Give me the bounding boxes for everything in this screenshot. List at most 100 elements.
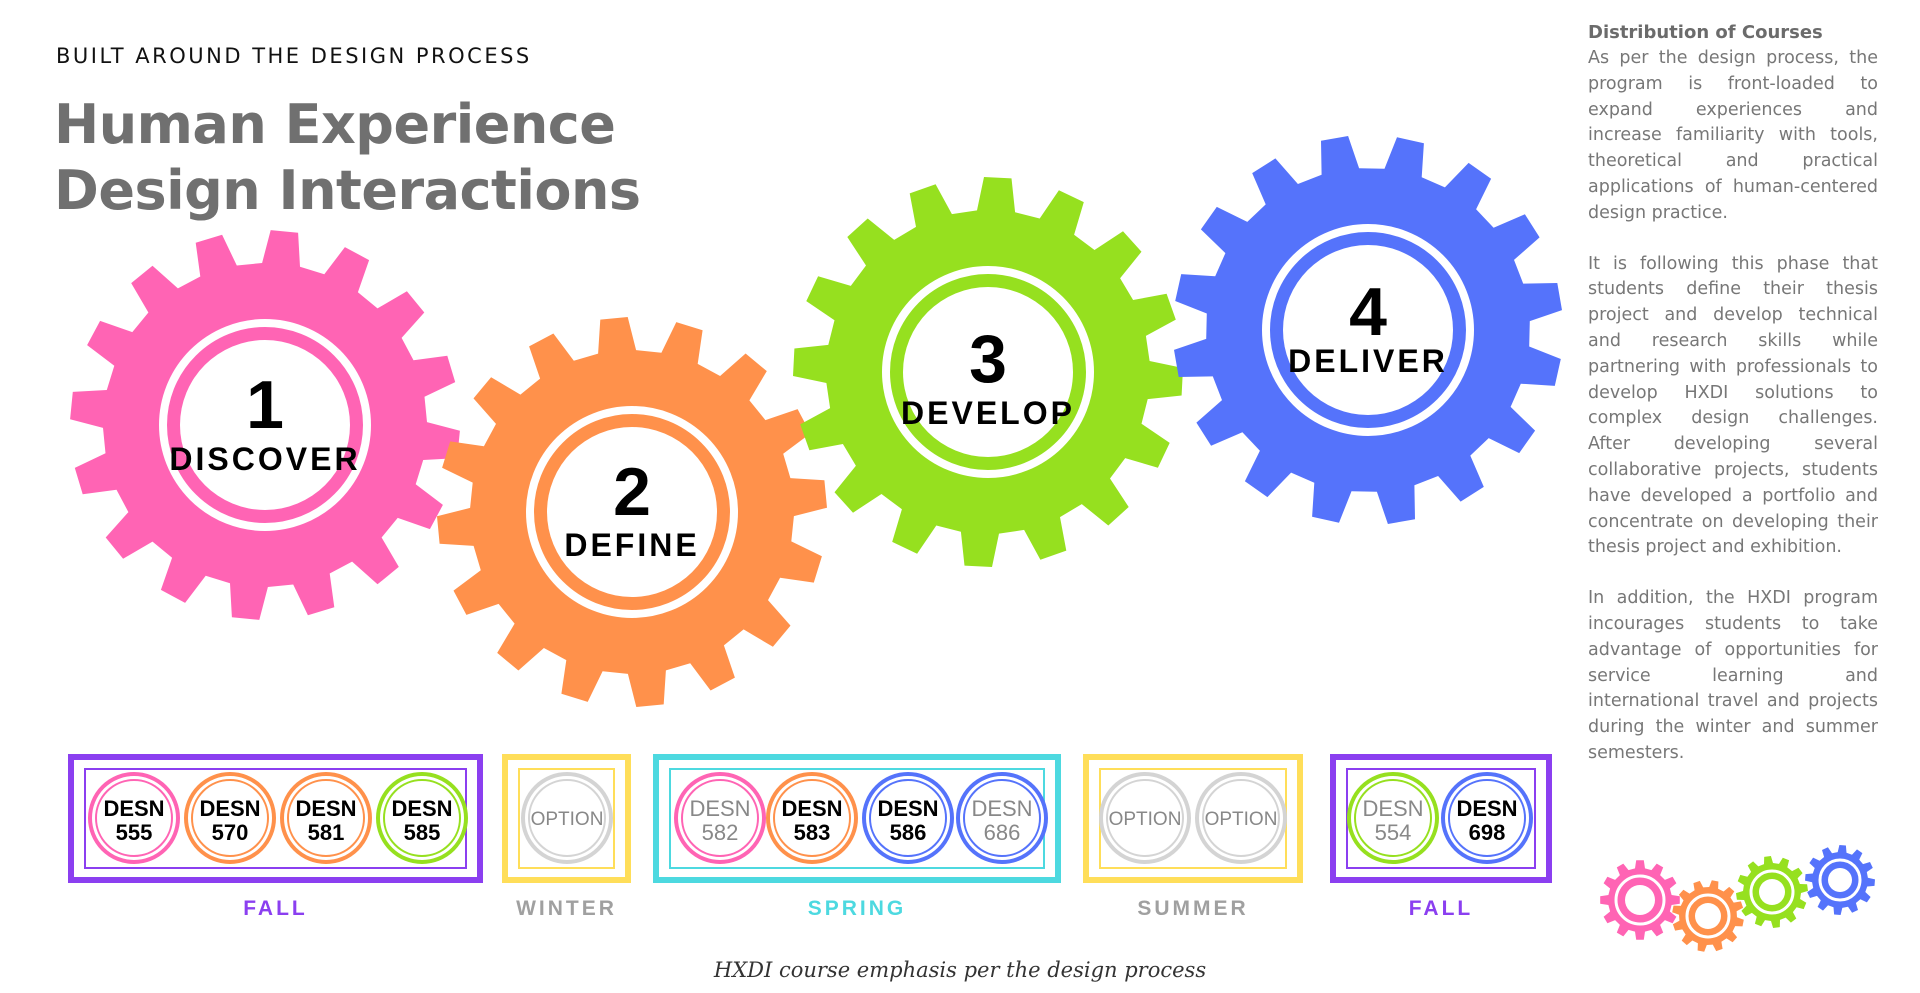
course-number: 586 [890, 820, 927, 845]
semester-box-outer [653, 754, 1061, 883]
sidebar-paragraph-1: As per the design process, the program i… [1588, 48, 1878, 223]
course-code: DESN [1362, 796, 1423, 821]
gear-1-number: 1 [246, 367, 284, 443]
course-ring-outer [862, 772, 954, 864]
gear-2-label: DEFINE [564, 527, 699, 563]
semester-label: FALL [243, 897, 308, 920]
title-line-2: Design Interactions [54, 159, 641, 222]
sidebar-text: Distribution of Courses As per the desig… [1588, 20, 1878, 792]
gear-4-hub [1283, 245, 1453, 415]
semester-label: WINTER [516, 897, 617, 920]
course-number: 686 [984, 820, 1021, 845]
course-ring-inner [963, 779, 1041, 857]
course-ring-inner [528, 779, 606, 857]
semester-label: FALL [1409, 897, 1474, 920]
sidebar-heading: Distribution of Courses [1588, 22, 1823, 43]
course-ring-outer [1099, 772, 1191, 864]
course-ring-inner [95, 779, 173, 857]
course-ring-inner [1202, 779, 1280, 857]
semester-box-outer [1330, 754, 1552, 883]
gear-cluster-icon [1600, 845, 1875, 952]
course-ring-outer [1347, 772, 1439, 864]
semester-box-outer [1083, 754, 1303, 883]
course-code: DESN [103, 796, 164, 821]
course-ring-outer [280, 772, 372, 864]
course-code: DESN [199, 796, 260, 821]
course-ring-outer [1441, 772, 1533, 864]
course-ring-outer [88, 772, 180, 864]
course-ring-outer [956, 772, 1048, 864]
page-title: Human Experience Design Interactions [54, 92, 641, 224]
sidebar-paragraph-3: In addition, the HXDI program incourages… [1588, 588, 1878, 763]
gear-1-label: DISCOVER [169, 441, 360, 477]
gear-3-hub [903, 287, 1073, 457]
course-ring-inner [1448, 779, 1526, 857]
gear-4-label: DELIVER [1288, 343, 1448, 379]
gear-1-ring [159, 319, 371, 531]
semester-box-inner [1346, 768, 1536, 869]
gear-4-ring [1262, 224, 1474, 436]
course-number: 581 [308, 820, 345, 845]
course-ring-inner [681, 779, 759, 857]
course-badge: OPTION [1195, 772, 1287, 864]
course-option: OPTION [1205, 809, 1278, 830]
course-code: DESN [971, 796, 1032, 821]
small-gear-hub [1695, 903, 1721, 929]
small-gear-hub [1759, 879, 1785, 905]
course-ring-outer [184, 772, 276, 864]
figure-caption: HXDI course emphasis per the design proc… [713, 958, 1207, 982]
gear-4-number: 4 [1349, 274, 1387, 350]
course-ring-outer [674, 772, 766, 864]
course-number: 570 [212, 820, 249, 845]
course-number: 585 [404, 820, 441, 845]
course-ring-inner [287, 779, 365, 857]
small-gear-ring [1818, 858, 1862, 902]
course-ring-inner [773, 779, 851, 857]
course-ring-inner [191, 779, 269, 857]
semester-label: SPRING [808, 897, 907, 920]
course-code: DESN [689, 796, 750, 821]
course-number: 582 [702, 820, 739, 845]
course-code: DESN [781, 796, 842, 821]
gear-1-hub [180, 340, 350, 510]
course-ring-outer [1195, 772, 1287, 864]
gear-3-ring [882, 266, 1094, 478]
semester-label: SUMMER [1137, 897, 1248, 920]
course-ring-outer [766, 772, 858, 864]
gear-3-label: DEVELOP [901, 395, 1075, 431]
course-number: 698 [1469, 820, 1506, 845]
course-code: DESN [877, 796, 938, 821]
title-line-1: Human Experience [54, 93, 616, 156]
gear-3-number: 3 [969, 321, 1007, 397]
small-gear-ring [1685, 893, 1731, 939]
eyebrow-text: BUILT AROUND THE DESIGN PROCESS [56, 44, 532, 68]
small-gear-ring [1749, 869, 1795, 915]
sidebar-paragraph-2: It is following this phase that students… [1588, 253, 1878, 558]
gear-2-hub [547, 427, 717, 597]
course-code: DESN [1456, 796, 1517, 821]
course-number: 555 [116, 820, 153, 845]
course-ring-outer [376, 772, 468, 864]
course-code: DESN [391, 796, 452, 821]
semester-box-inner [518, 768, 615, 869]
course-ring-outer [521, 772, 613, 864]
